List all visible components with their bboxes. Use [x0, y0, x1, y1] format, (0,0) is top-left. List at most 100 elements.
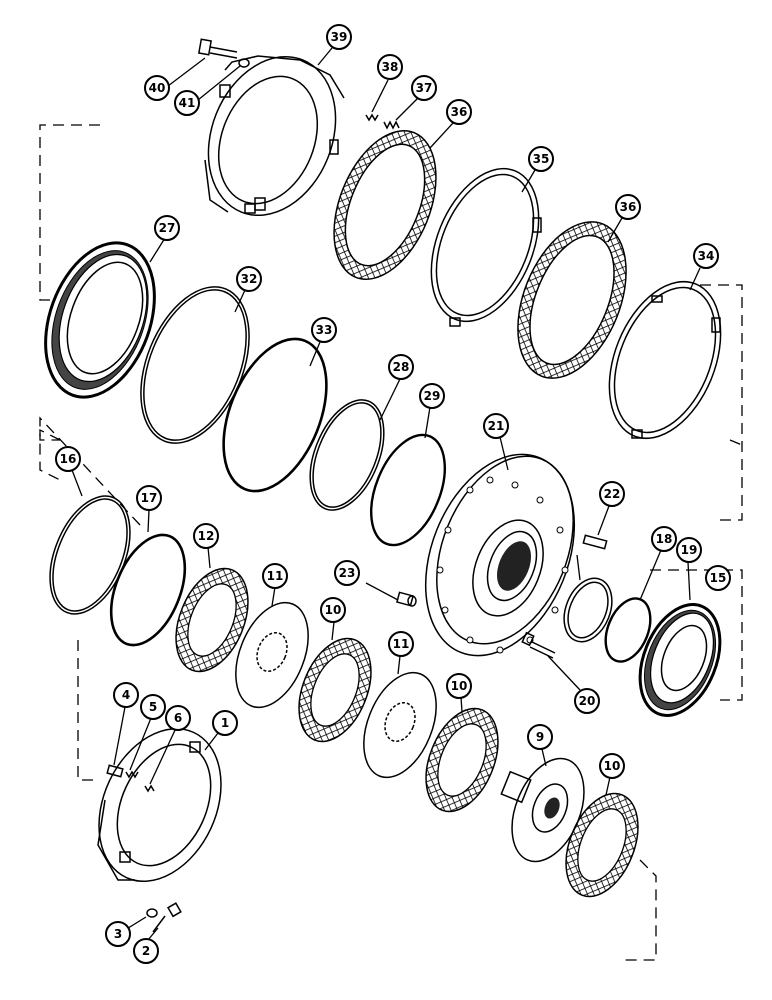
svg-text:39: 39	[331, 30, 348, 44]
svg-text:40: 40	[149, 81, 166, 95]
callout-27: 27	[154, 215, 180, 241]
svg-text:37: 37	[416, 81, 433, 95]
part-29-o-ring	[370, 433, 446, 547]
svg-text:41: 41	[179, 96, 196, 110]
svg-text:6: 6	[174, 711, 182, 725]
svg-text:16: 16	[60, 452, 77, 466]
part-23-pin	[396, 591, 417, 607]
part-34-plate	[608, 280, 722, 440]
svg-text:1: 1	[221, 716, 229, 730]
svg-text:27: 27	[159, 221, 176, 235]
callout-22: 22	[599, 481, 625, 507]
part-1-retainer-housing	[97, 727, 222, 883]
svg-text:19: 19	[681, 543, 698, 557]
part-10-friction-disc-upper	[298, 637, 372, 743]
callout-32: 32	[236, 266, 262, 292]
part-11-separator-plate-upper	[235, 601, 309, 709]
callout-9: 9	[527, 724, 553, 750]
part-37-spring	[383, 120, 400, 130]
part-9-clutch-hub	[500, 757, 585, 863]
part-41-washer	[238, 58, 250, 68]
callout-29: 29	[419, 383, 445, 409]
part-6-spring	[144, 784, 155, 793]
svg-text:33: 33	[316, 323, 333, 337]
part-4-pin	[106, 764, 124, 778]
svg-text:11: 11	[393, 637, 410, 651]
callout-15: 15	[705, 565, 731, 591]
leader-lines	[71, 47, 701, 941]
part-10-friction-disc-middle	[425, 707, 499, 813]
svg-text:18: 18	[656, 532, 673, 546]
svg-text:3: 3	[114, 927, 122, 941]
svg-text:29: 29	[424, 389, 441, 403]
part-17-o-ring	[109, 533, 187, 647]
callout-16: 16	[55, 446, 81, 472]
callout-11-lower: 11	[388, 631, 414, 657]
svg-text:20: 20	[579, 694, 596, 708]
part-2-bolt	[152, 902, 182, 933]
svg-text:35: 35	[533, 152, 550, 166]
callout-37: 37	[411, 75, 437, 101]
part-35-separator-plate	[430, 167, 542, 327]
svg-text:12: 12	[198, 529, 215, 543]
part-20-bolt	[521, 631, 556, 659]
svg-text:10: 10	[604, 759, 621, 773]
part-33-o-ring	[222, 337, 328, 493]
part-18-seal-ring	[563, 577, 613, 643]
callout-38: 38	[377, 54, 403, 80]
svg-text:2: 2	[142, 944, 150, 958]
svg-text:5: 5	[149, 700, 157, 714]
callout-41: 41	[174, 90, 200, 116]
part-40-bolt	[197, 38, 238, 59]
callout-23: 23	[334, 560, 360, 586]
svg-text:10: 10	[325, 603, 342, 617]
callout-12: 12	[193, 523, 219, 549]
callout-17: 17	[136, 485, 162, 511]
part-39-pressure-plate	[204, 55, 345, 217]
part-21-clutch-housing	[424, 453, 576, 657]
svg-text:10: 10	[451, 679, 468, 693]
part-11-separator-plate-lower	[363, 671, 437, 779]
callout-3: 3	[105, 921, 131, 947]
callout-5: 5	[140, 694, 166, 720]
callout-19: 19	[676, 537, 702, 563]
part-38-spring	[365, 113, 379, 122]
svg-text:21: 21	[488, 419, 505, 433]
svg-text:15: 15	[710, 571, 727, 585]
part-36-friction-disc-upper	[333, 129, 437, 281]
callout-33: 33	[311, 317, 337, 343]
svg-text:38: 38	[382, 60, 399, 74]
callout-34: 34	[693, 243, 719, 269]
callout-21: 21	[483, 413, 509, 439]
part-5-spring	[125, 770, 139, 779]
callout-10-middle: 10	[446, 673, 472, 699]
svg-text:23: 23	[339, 566, 356, 580]
svg-text:22: 22	[604, 487, 621, 501]
svg-text:36: 36	[451, 105, 468, 119]
part-27-piston	[44, 241, 156, 399]
callout-39: 39	[326, 24, 352, 50]
callout-11-upper: 11	[262, 563, 288, 589]
part-15-inner-piston	[638, 603, 722, 717]
svg-text:32: 32	[241, 272, 258, 286]
callout-36-upper: 36	[446, 99, 472, 125]
svg-text:36: 36	[620, 200, 637, 214]
callout-36-lower: 36	[615, 194, 641, 220]
part-10-friction-disc-lower	[565, 792, 639, 898]
svg-text:4: 4	[122, 688, 130, 702]
callout-2: 2	[133, 938, 159, 964]
part-3-washer	[146, 908, 158, 918]
svg-text:11: 11	[267, 569, 284, 583]
svg-text:28: 28	[393, 360, 410, 374]
part-12-friction-disc	[175, 567, 249, 673]
part-36-friction-disc-lower	[517, 221, 627, 379]
svg-text:34: 34	[698, 249, 715, 263]
part-22-dowel-pin	[582, 534, 608, 550]
svg-text:17: 17	[141, 491, 158, 505]
callout-4: 4	[113, 682, 139, 708]
part-16-seal-ring	[49, 495, 131, 615]
callout-18: 18	[651, 526, 677, 552]
part-28-seal-ring	[309, 399, 385, 511]
callout-10-lower: 10	[599, 753, 625, 779]
